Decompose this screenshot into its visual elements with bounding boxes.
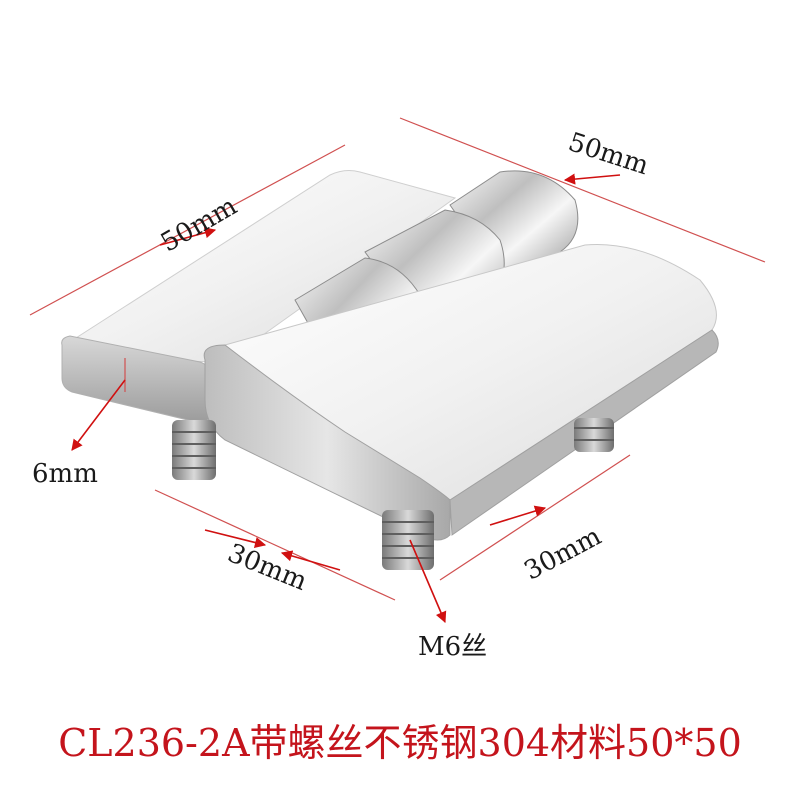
product-caption: CL236-2A带螺丝不锈钢304材料50*50 bbox=[58, 721, 742, 765]
dim-line-right-width bbox=[399, 117, 766, 263]
dimension-arrows bbox=[71, 173, 621, 624]
label-screw-spacing-right: 30mm bbox=[520, 521, 607, 586]
label-thread: M6丝 bbox=[418, 632, 487, 662]
dimension-lines bbox=[29, 117, 766, 601]
screw-left bbox=[172, 420, 216, 480]
label-screw-spacing-left: 30mm bbox=[223, 538, 311, 597]
dim-line-screw-right bbox=[439, 454, 631, 581]
label-right-width: 50mm bbox=[565, 127, 653, 181]
dim-line-left-width bbox=[29, 144, 346, 316]
screw-front bbox=[382, 510, 434, 570]
screw-right bbox=[574, 418, 614, 452]
label-thickness: 6mm bbox=[32, 459, 98, 489]
dim-line-screw-left bbox=[154, 489, 396, 601]
